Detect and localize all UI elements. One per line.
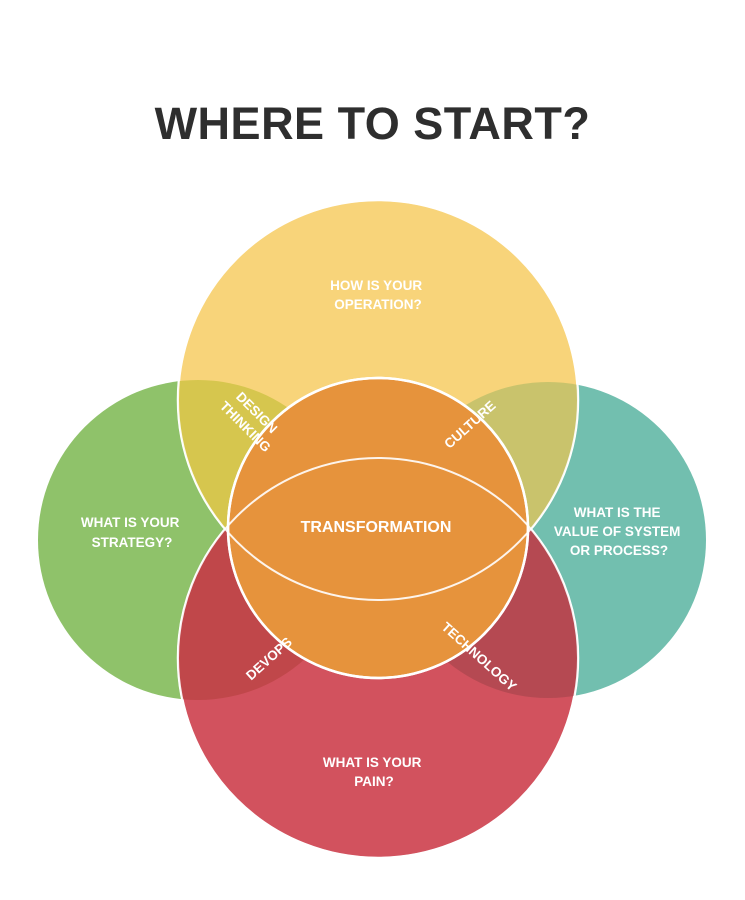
top-circle-label: HOW IS YOUR OPERATION?: [330, 278, 426, 312]
bottom-circle-label: WHAT IS YOUR PAIN?: [323, 755, 425, 789]
center-label: TRANSFORMATION: [301, 519, 452, 536]
left-circle-label: WHAT IS YOUR STRATEGY?: [81, 515, 183, 550]
right-circle-label: WHAT IS THE VALUE OF SYSTEM OR PROCESS?: [554, 505, 684, 558]
page-title: WHERE TO START?: [154, 98, 591, 149]
